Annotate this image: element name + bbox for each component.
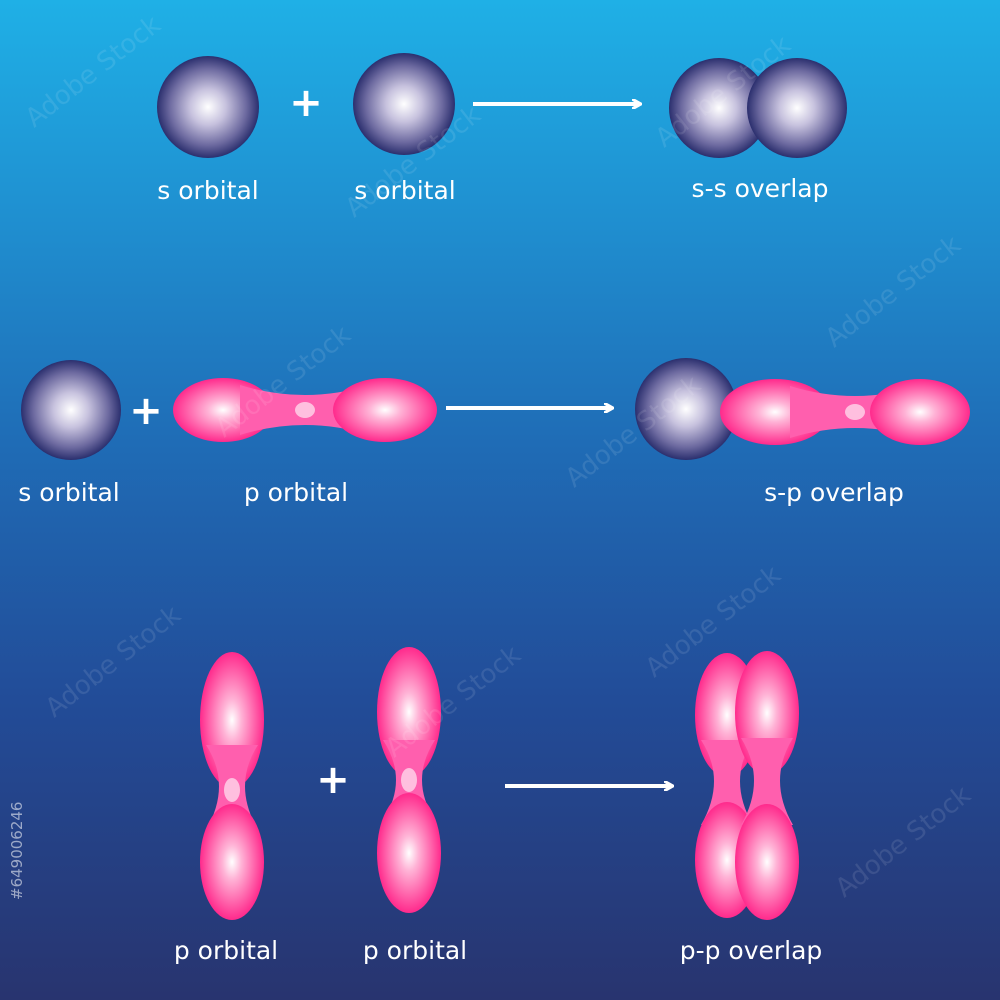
row-sp: [21, 358, 970, 460]
label-s-orbital: s orbital: [354, 176, 456, 205]
s-orbital-sphere: [635, 358, 737, 460]
p-orbital-horizontal: [720, 379, 970, 445]
plus-sign: +: [316, 757, 350, 803]
label-p-p-overlap: p-p overlap: [679, 936, 823, 965]
label-s-s-overlap: s-s overlap: [691, 174, 829, 203]
stock-id: #649006246: [8, 801, 26, 900]
label-s-p-overlap: s-p overlap: [764, 478, 904, 507]
plus-sign: +: [289, 80, 323, 126]
s-orbital-sphere: [747, 58, 847, 158]
p-orbital-vertical: [377, 647, 441, 913]
label-s-orbital: s orbital: [157, 176, 259, 205]
plus-sign: +: [129, 388, 163, 434]
row-ss: [157, 53, 847, 158]
s-orbital-sphere: [353, 53, 455, 155]
p-orbital-horizontal: [173, 378, 437, 442]
s-orbital-sphere: [669, 58, 769, 158]
s-orbital-sphere: [157, 56, 259, 158]
label-p-orbital: p orbital: [362, 936, 468, 965]
label-p-orbital: p orbital: [243, 478, 349, 507]
p-orbital-vertical: [735, 651, 799, 920]
p-p-overlap-orbitals: [695, 651, 799, 920]
row-pp: [200, 647, 799, 920]
p-orbital-vertical: [200, 652, 264, 920]
label-s-orbital: s orbital: [18, 478, 120, 507]
s-orbital-sphere: [21, 360, 121, 460]
label-p-orbital: p orbital: [173, 936, 279, 965]
